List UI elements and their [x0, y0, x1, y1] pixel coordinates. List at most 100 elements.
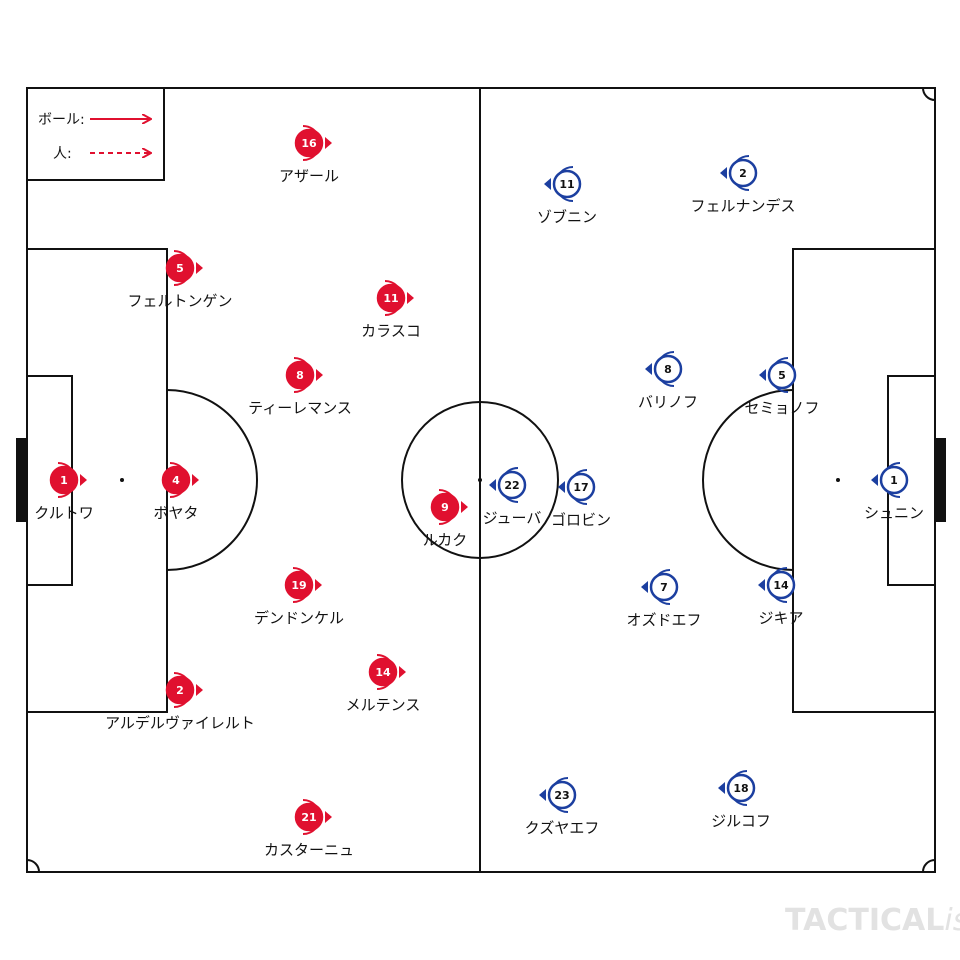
home-player-name: カスターニュ — [264, 841, 354, 859]
left-goal — [16, 438, 26, 522]
home-player-name: カラスコ — [361, 322, 421, 340]
away-player-number: 23 — [554, 789, 569, 802]
away-player-marker[interactable] — [767, 360, 797, 390]
home-player-pointer-icon — [315, 579, 322, 591]
left-penalty-arc — [166, 389, 258, 571]
home-player-marker[interactable] — [165, 253, 195, 283]
away-player-name: ジルコフ — [711, 812, 771, 830]
home-player-pointer-icon — [325, 811, 332, 823]
away-player-number: 7 — [660, 581, 668, 594]
away-player-22[interactable]: 22 ジューバ — [483, 467, 542, 527]
away-player-pointer-icon — [558, 481, 565, 493]
center-spot — [478, 478, 482, 482]
away-player-marker[interactable] — [879, 465, 909, 495]
away-player-number: 22 — [504, 479, 519, 492]
away-player-8[interactable]: 8 バリノフ — [638, 351, 698, 411]
home-player-2[interactable]: 2 アルデルヴァイレルト — [105, 672, 255, 732]
away-player-pointer-icon — [718, 782, 725, 794]
home-player-name: アルデルヴァイレルト — [105, 714, 255, 732]
away-player-marker[interactable] — [547, 780, 577, 810]
away-player-pointer-icon — [871, 474, 878, 486]
home-player-marker[interactable] — [161, 465, 191, 495]
home-player-marker[interactable] — [376, 283, 406, 313]
home-player-name: フェルトンゲン — [127, 292, 232, 310]
home-player-pointer-icon — [399, 666, 406, 678]
right-penalty-box — [792, 248, 936, 713]
away-player-marker[interactable] — [552, 169, 582, 199]
home-player-name: ルカク — [423, 531, 468, 549]
home-player-21[interactable]: 21 カスターニュ — [264, 799, 354, 859]
away-player-number: 18 — [733, 782, 748, 795]
away-player-name: クズヤエフ — [525, 819, 600, 837]
away-player-number: 11 — [559, 178, 574, 191]
away-player-name: ジキア — [758, 609, 803, 627]
corner-arc-bl — [26, 859, 40, 873]
home-player-name: アザール — [279, 167, 339, 185]
home-player-marker[interactable] — [294, 802, 324, 832]
away-player-pointer-icon — [645, 363, 652, 375]
away-player-name: ゾブニン — [537, 208, 597, 226]
away-player-number: 1 — [890, 474, 898, 487]
right-penalty-spot — [836, 478, 840, 482]
away-player-18[interactable]: 18 ジルコフ — [711, 770, 771, 830]
home-player-marker[interactable] — [430, 492, 460, 522]
away-player-marker[interactable] — [726, 773, 756, 803]
home-player-pointer-icon — [192, 474, 199, 486]
away-player-marker[interactable] — [728, 158, 758, 188]
away-player-name: ジューバ — [483, 509, 542, 527]
home-player-pointer-icon — [196, 262, 203, 274]
away-player-marker[interactable] — [566, 472, 596, 502]
away-player-11[interactable]: 11 ゾブニン — [537, 166, 597, 226]
home-player-pointer-icon — [316, 369, 323, 381]
home-player-marker[interactable] — [284, 570, 314, 600]
home-player-number: 19 — [291, 579, 306, 592]
home-player-marker[interactable] — [294, 128, 324, 158]
away-player-number: 8 — [664, 363, 672, 376]
home-player-number: 21 — [301, 811, 316, 824]
home-player-marker[interactable] — [49, 465, 79, 495]
corner-arc-tr — [922, 87, 936, 101]
away-player-marker[interactable] — [766, 570, 796, 600]
away-player-23[interactable]: 23 クズヤエフ — [525, 777, 600, 837]
away-player-name: ゴロビン — [551, 511, 611, 529]
away-player-marker[interactable] — [649, 572, 679, 602]
corner-arc-br — [922, 859, 936, 873]
home-player-number: 8 — [296, 369, 304, 382]
home-player-marker[interactable] — [165, 675, 195, 705]
home-player-marker[interactable] — [368, 657, 398, 687]
away-player-marker[interactable] — [497, 470, 527, 500]
watermark: TACTICALista — [785, 903, 960, 938]
away-player-pointer-icon — [720, 167, 727, 179]
home-player-number: 11 — [383, 292, 398, 305]
legend-ball-label: ボール: — [38, 112, 85, 128]
home-player-8[interactable]: 8 ティーレマンス — [248, 357, 352, 417]
away-player-pointer-icon — [544, 178, 551, 190]
away-player-number: 5 — [778, 369, 786, 382]
home-player-pointer-icon — [461, 501, 468, 513]
away-player-name: バリノフ — [638, 393, 698, 411]
away-player-marker[interactable] — [653, 354, 683, 384]
home-player-number: 2 — [176, 684, 184, 697]
home-player-name: ティーレマンス — [248, 399, 352, 417]
right-penalty-arc — [702, 389, 794, 571]
center-circle — [401, 401, 559, 559]
home-player-marker[interactable] — [285, 360, 315, 390]
home-player-pointer-icon — [196, 684, 203, 696]
home-player-11[interactable]: 11 カラスコ — [361, 280, 421, 340]
home-player-number: 4 — [172, 474, 180, 487]
left-penalty-spot — [120, 478, 124, 482]
